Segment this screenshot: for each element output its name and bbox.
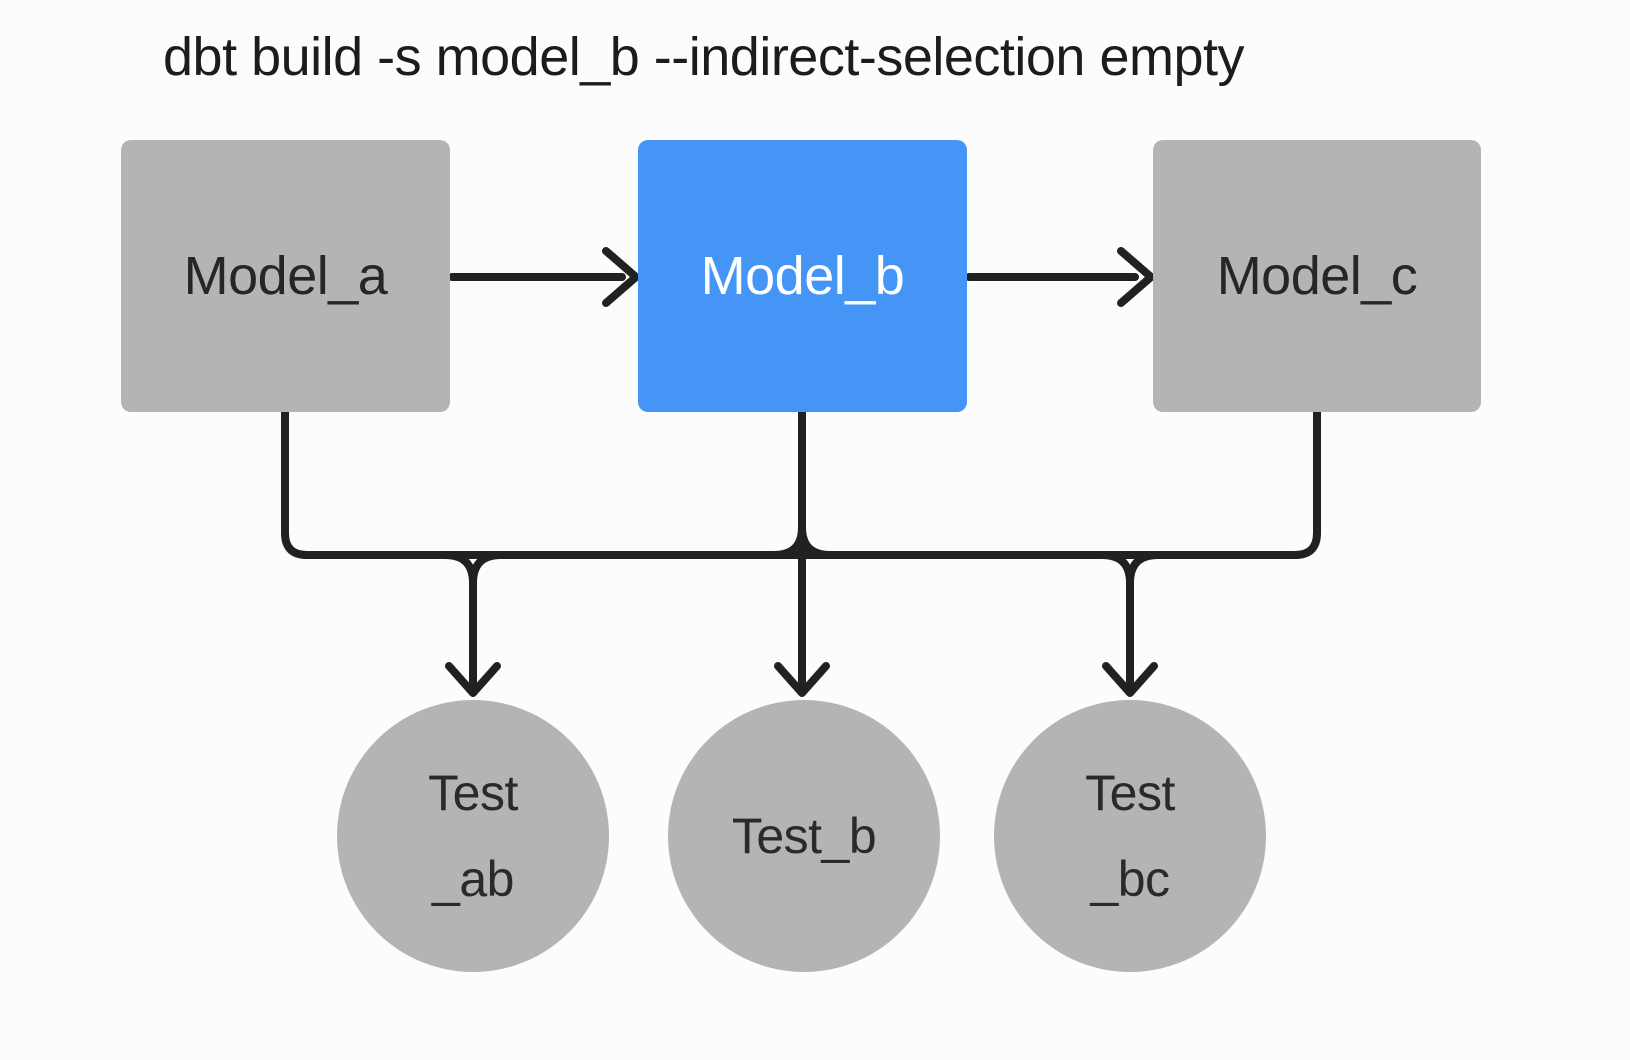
node-test-b-label: Test_b: [731, 808, 877, 864]
node-test-bc: Test _bc: [994, 700, 1266, 972]
node-test-ab-label-line2: _ab: [432, 851, 514, 907]
node-test-ab: Test _ab: [337, 700, 609, 972]
node-test-bc-label-line1: Test: [1085, 765, 1175, 821]
node-test-bc-label-line2: _bc: [1090, 851, 1170, 907]
edge-model-b-to-test-b: [774, 408, 830, 697]
edge-model-a-to-model-b: [448, 247, 640, 307]
node-model-a: Model_a: [121, 140, 450, 412]
diagram-title: dbt build -s model_b --indirect-selectio…: [163, 27, 1245, 87]
node-test-b: Test_b: [668, 700, 940, 972]
edge-model-b-to-model-c: [965, 247, 1155, 307]
node-model-c: Model_c: [1153, 140, 1481, 412]
node-model-a-label: Model_a: [183, 246, 388, 306]
edge-branch-to-test-ab: [441, 551, 505, 697]
edge-branch-to-test-bc: [1098, 551, 1162, 697]
node-test-ab-label-line1: Test: [428, 765, 518, 821]
node-model-b-selected: Model_b: [638, 140, 967, 412]
node-model-c-label: Model_c: [1216, 246, 1418, 306]
node-model-b-label: Model_b: [700, 246, 905, 306]
